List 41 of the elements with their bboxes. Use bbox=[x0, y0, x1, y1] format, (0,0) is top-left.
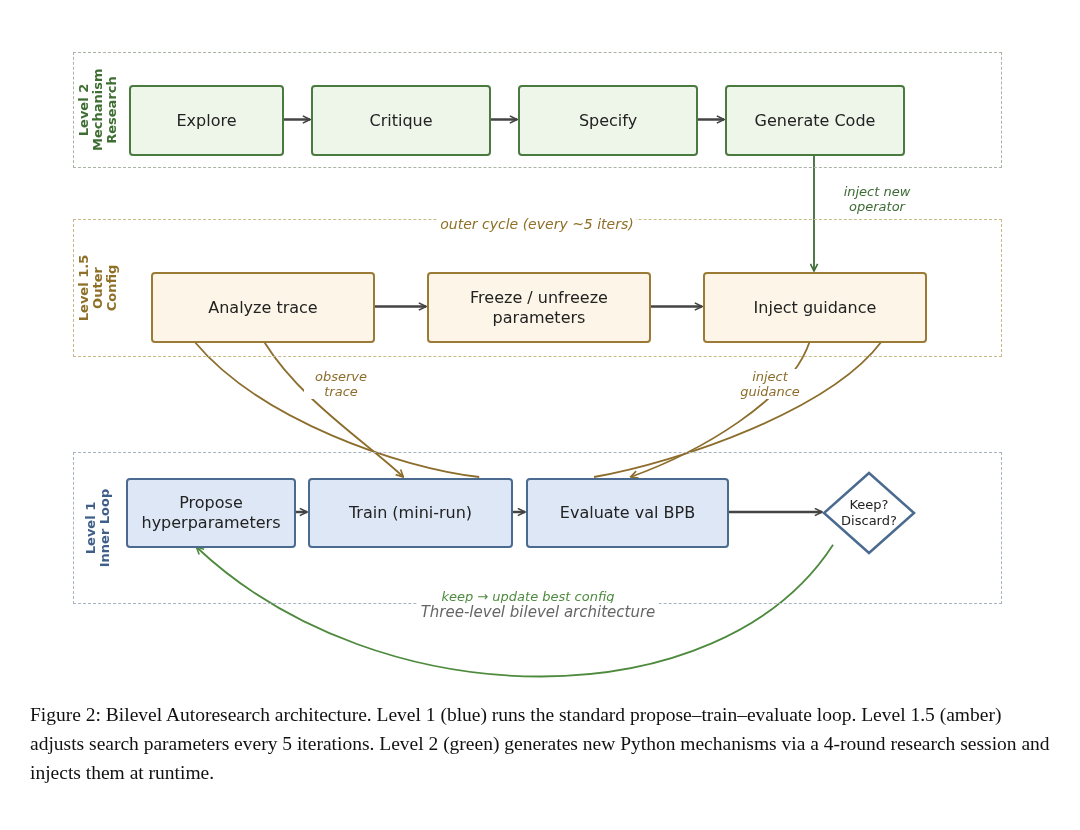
group-panel bbox=[73, 52, 1002, 168]
cycle-note: outer cycle (every ~5 iters) bbox=[437, 216, 637, 232]
arrow bbox=[650, 302, 703, 311]
arrow bbox=[697, 115, 725, 124]
arrow bbox=[728, 507, 823, 517]
arrow bbox=[283, 115, 311, 124]
figure-caption: Figure 2: Bilevel Autoresearch architecture. Level 1 (blue) runs the standard propose–train–evaluate loop. Level 1.5 (amber) adjusts search parameters every 5 iterations. Level 2 (green) generates new Python mechanisms via a 4-round research session and injects them at runtime. bbox=[30, 703, 1051, 785]
group-label: Level 2 Mechanism Research bbox=[77, 69, 119, 151]
process-box bbox=[311, 85, 491, 156]
group-label: Level 1.5 Outer Config bbox=[77, 253, 119, 324]
box-label: Train (mini-run) bbox=[348, 503, 473, 523]
process-box bbox=[526, 478, 729, 548]
box-label: Inject guidance bbox=[753, 297, 877, 318]
box-label: Generate Code bbox=[754, 110, 876, 131]
decision-label: Keep? Discard? bbox=[840, 497, 898, 529]
box-label: Evaluate val BPB bbox=[559, 503, 696, 523]
process-box bbox=[129, 85, 284, 156]
arrow bbox=[490, 115, 518, 124]
arrow bbox=[809, 154, 819, 272]
box-label: Freeze / unfreeze parameters bbox=[469, 287, 609, 328]
process-box bbox=[126, 478, 296, 548]
process-box bbox=[518, 85, 698, 156]
arrow bbox=[374, 302, 427, 311]
decision-diamond bbox=[823, 472, 915, 554]
edge-label: keep → update best config bbox=[439, 588, 617, 604]
process-box bbox=[427, 272, 651, 343]
box-label: Specify bbox=[578, 110, 638, 131]
arrow bbox=[195, 543, 834, 678]
process-box bbox=[703, 272, 927, 343]
process-box bbox=[308, 478, 513, 548]
box-label: Explore bbox=[176, 110, 237, 131]
box-label: Analyze trace bbox=[208, 297, 318, 318]
arrow bbox=[512, 507, 526, 517]
group-panel bbox=[73, 452, 1002, 604]
arrow bbox=[295, 507, 308, 517]
box-label: Critique bbox=[369, 110, 433, 131]
box-label: Propose hyperparameters bbox=[140, 493, 282, 533]
process-box bbox=[725, 85, 905, 156]
group-panel bbox=[73, 219, 1002, 357]
process-box bbox=[151, 272, 375, 343]
group-label: Level 1 Inner Loop bbox=[84, 487, 112, 569]
